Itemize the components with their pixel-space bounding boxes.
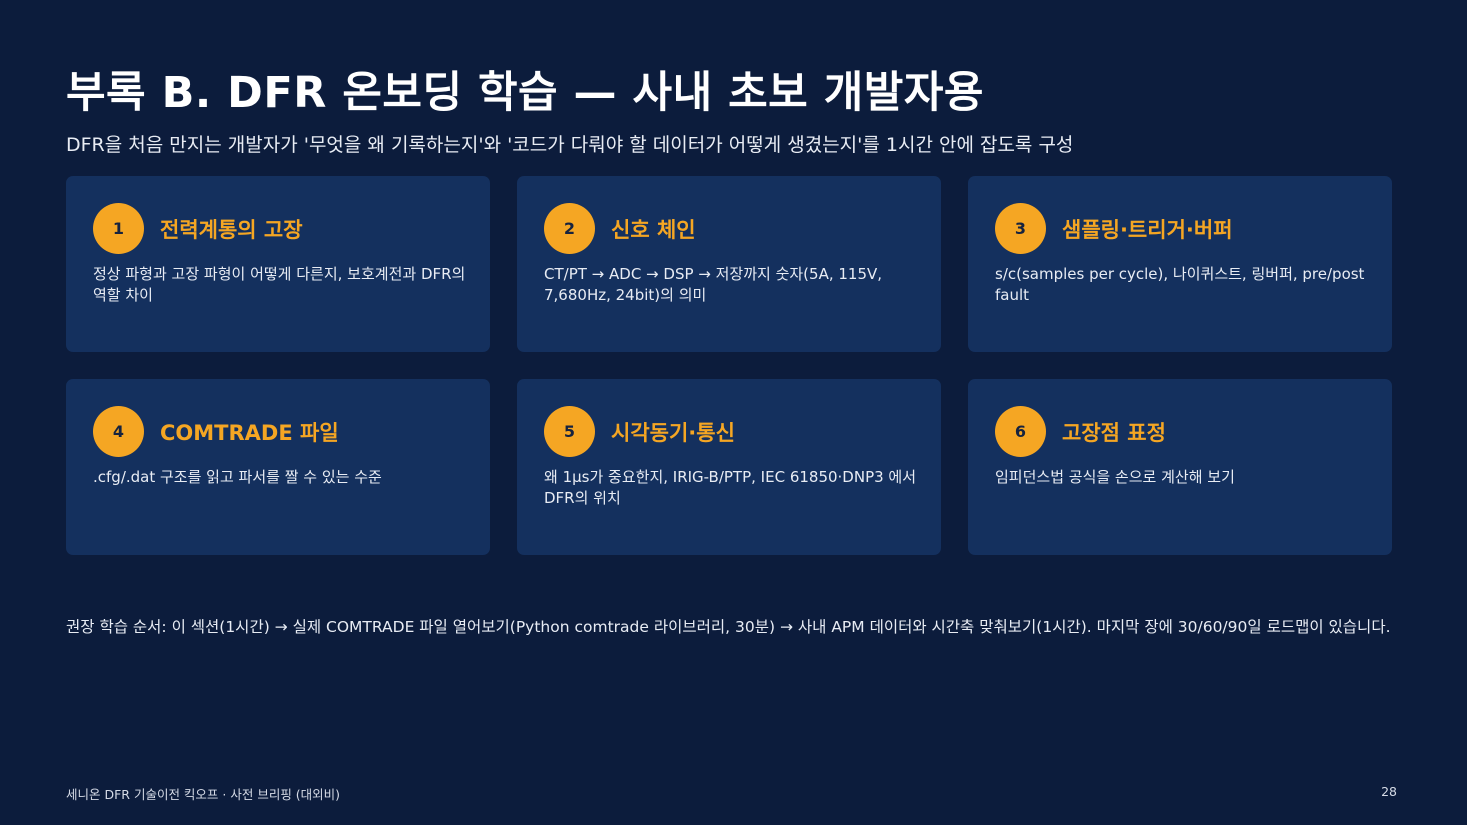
card-description: s/c(samples per cycle), 나이퀴스트, 링버퍼, pre/… <box>995 265 1365 304</box>
card-description: .cfg/.dat 구조를 읽고 파서를 짤 수 있는 수준 <box>93 468 382 486</box>
card-description: 왜 1μs가 중요한지, IRIG-B/PTP, IEC 61850·DNP3 … <box>544 468 917 507</box>
card-title: 시각동기·통신 <box>611 421 735 445</box>
topic-card-6: 6 고장점 표정 임피던스법 공식을 손으로 계산해 보기 <box>968 379 1392 555</box>
card-title: 고장점 표정 <box>1062 421 1166 445</box>
footer-text: 세니온 DFR 기술이전 킥오프 · 사전 브리핑 (대외비) <box>66 787 341 802</box>
topic-card-1: 1 전력계통의 고장 정상 파형과 고장 파형이 어떻게 다른지, 보호계전과 … <box>66 176 490 352</box>
card-number-badge: 6 <box>995 406 1046 457</box>
card-number-badge: 2 <box>544 203 595 254</box>
topic-card-2: 2 신호 체인 CT/PT → ADC → DSP → 저장까지 숫자(5A, … <box>517 176 941 352</box>
topic-card-5: 5 시각동기·통신 왜 1μs가 중요한지, IRIG-B/PTP, IEC 6… <box>517 379 941 555</box>
card-title: 샘플링·트리거·버퍼 <box>1062 218 1233 242</box>
card-title: 전력계통의 고장 <box>160 218 303 242</box>
card-title: COMTRADE 파일 <box>160 421 339 445</box>
card-description: 임피던스법 공식을 손으로 계산해 보기 <box>995 468 1235 486</box>
card-number-badge: 3 <box>995 203 1046 254</box>
recommended-order-note: 권장 학습 순서: 이 섹션(1시간) → 실제 COMTRADE 파일 열어보… <box>66 618 1391 636</box>
topic-card-3: 3 샘플링·트리거·버퍼 s/c(samples per cycle), 나이퀴… <box>968 176 1392 352</box>
card-description: 정상 파형과 고장 파형이 어떻게 다른지, 보호계전과 DFR의 역할 차이 <box>93 265 466 304</box>
page-number: 28 <box>1381 784 1397 799</box>
page-title: 부록 B. DFR 온보딩 학습 — 사내 초보 개발자용 <box>66 68 984 118</box>
card-description: CT/PT → ADC → DSP → 저장까지 숫자(5A, 115V, 7,… <box>544 265 883 304</box>
card-number-badge: 5 <box>544 406 595 457</box>
topic-card-4: 4 COMTRADE 파일 .cfg/.dat 구조를 읽고 파서를 짤 수 있… <box>66 379 490 555</box>
card-title: 신호 체인 <box>611 218 696 242</box>
card-number-badge: 1 <box>93 203 144 254</box>
page-subtitle: DFR을 처음 만지는 개발자가 '무엇을 왜 기록하는지'와 '코드가 다뤄야… <box>66 134 1074 156</box>
card-number-badge: 4 <box>93 406 144 457</box>
